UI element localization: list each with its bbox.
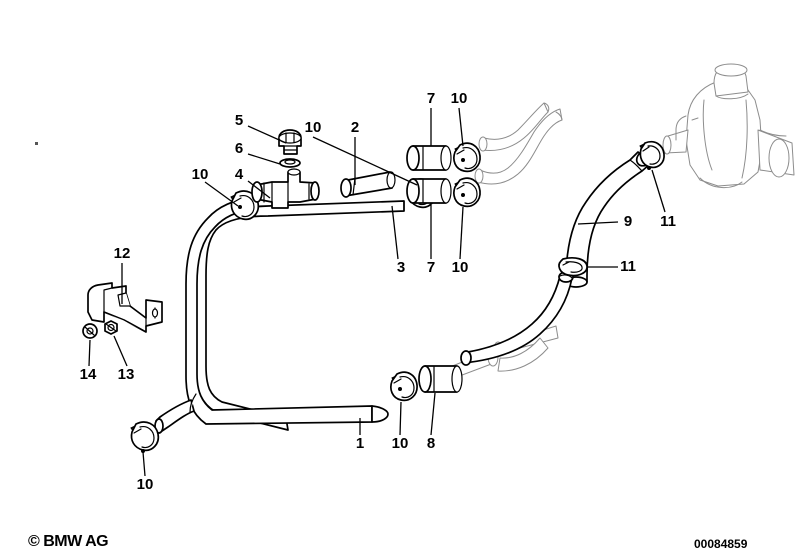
water-hose-branch-stub: [154, 399, 195, 434]
sealing-ring-6: [279, 158, 301, 168]
copyright-notice: © BMW AG: [28, 533, 109, 550]
water-hose-lower-right: [460, 271, 574, 366]
cap-5: [278, 129, 302, 155]
t-fitting-4: [251, 168, 320, 209]
water-hose-1: [185, 197, 389, 425]
callout-number: 11: [660, 213, 676, 230]
leader-lines: [88, 107, 666, 477]
hex-nut-13: [104, 320, 118, 335]
hose-clamp-11-lower: [558, 256, 588, 277]
callout-number: 7: [427, 90, 435, 107]
thermostat-housing-ghost: [662, 63, 795, 188]
callout-number: 3: [397, 259, 405, 276]
diagram-part-number: 00084859: [694, 537, 748, 551]
reference-hose-ghost-upper: [474, 102, 563, 185]
hose-clamp-10-right-lower: [453, 177, 481, 208]
connector-sleeve-8: [418, 365, 463, 393]
callout-number: 10: [305, 119, 322, 136]
hose-clamp-10-left: [230, 190, 260, 221]
hose-left-inner-stub: [189, 393, 197, 413]
callout-number-layer: 1 2 3 4 5 6 7 10 7 10 10 10 10 10 8 9 11…: [80, 90, 676, 493]
callout-number: 7: [427, 259, 435, 276]
callout-number: 8: [427, 435, 435, 452]
callout-number: 4: [235, 166, 244, 183]
hose-clamp-10-bottom-left: [130, 421, 160, 453]
callout-number: 11: [620, 258, 636, 275]
hose-clamp-10-right-upper: [453, 142, 481, 173]
connector-sleeve-7-lower: [406, 178, 452, 204]
callout-number: 10: [192, 166, 209, 183]
hose-clamp-11-upper: [639, 140, 665, 170]
connector-sleeve-7-upper: [406, 145, 452, 171]
callout-number: 1: [356, 435, 364, 452]
callout-number: 9: [624, 213, 632, 230]
callout-number: 10: [137, 476, 154, 493]
washer-14: [82, 323, 98, 339]
callout-number: 10: [451, 90, 468, 107]
callout-number: 10: [452, 259, 469, 276]
image-speck: [35, 142, 38, 145]
hose-clamp-10-bottom-right: [390, 371, 418, 402]
callout-number: 6: [235, 140, 243, 157]
callout-number: 2: [351, 119, 359, 136]
callout-number: 10: [392, 435, 409, 452]
callout-number: 14: [80, 366, 97, 383]
reference-hose-ghost-stub: [497, 337, 549, 372]
callout-number: 5: [235, 112, 243, 129]
mounting-bracket-12: [87, 282, 163, 333]
callout-number: 13: [118, 366, 135, 383]
callout-number: 12: [114, 245, 131, 262]
connecting-pipe-2: [340, 171, 396, 198]
water-hose-3: [195, 200, 405, 431]
